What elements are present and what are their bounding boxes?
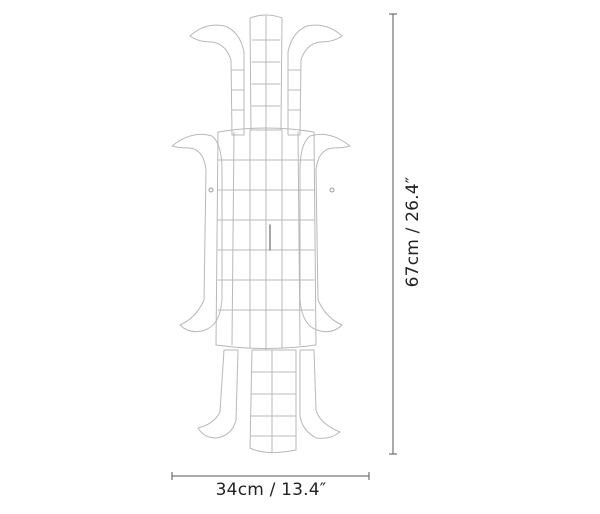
top-right-arm	[287, 24, 343, 136]
middle-right-arm	[299, 133, 351, 333]
height-label: 67cm / 26.4″	[403, 176, 423, 288]
bottom-right-arm	[299, 349, 341, 439]
bottom-center-column	[249, 349, 297, 454]
top-center-column	[249, 14, 283, 131]
top-left-arm	[189, 24, 245, 136]
bottom-left-arm	[197, 349, 239, 439]
width-label: 34cm / 13.4″	[215, 480, 327, 500]
middle-body	[208, 127, 335, 351]
middle-left-arm	[171, 133, 223, 333]
